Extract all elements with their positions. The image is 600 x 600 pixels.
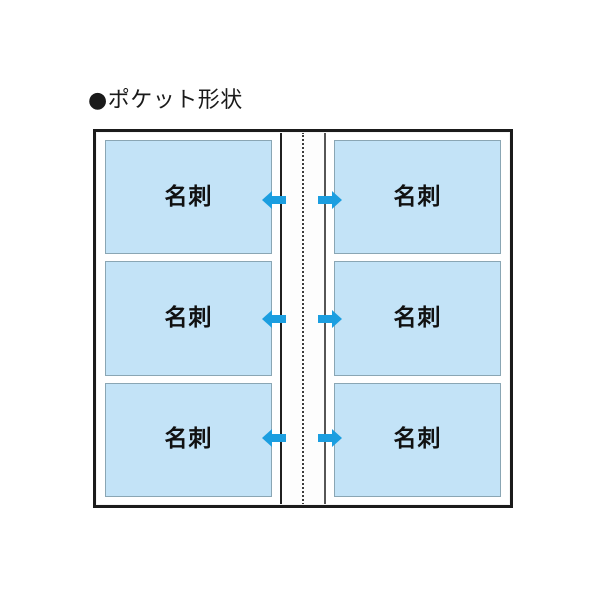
left-page-card-column: 名刺 名刺 名刺	[96, 132, 280, 505]
business-card-pocket[interactable]: 名刺	[334, 261, 501, 376]
page-title: ●ポケット形状	[88, 88, 243, 113]
business-card-label: 名刺	[164, 183, 213, 210]
binder-spine	[282, 132, 324, 505]
left-page: 名刺 名刺 名刺	[96, 132, 282, 505]
business-card-pocket[interactable]: 名刺	[105, 382, 272, 497]
business-card-label: 名刺	[393, 183, 442, 210]
binder-frame: 名刺 名刺 名刺 名刺 名刺 名刺	[93, 129, 513, 508]
business-card-label: 名刺	[393, 304, 442, 331]
business-card-label: 名刺	[164, 304, 213, 331]
business-card-pocket[interactable]: 名刺	[334, 382, 501, 497]
business-card-pocket[interactable]: 名刺	[334, 140, 501, 255]
business-card-pocket[interactable]: 名刺	[105, 140, 272, 255]
business-card-label: 名刺	[393, 426, 442, 453]
right-page: 名刺 名刺 名刺	[324, 132, 510, 505]
business-card-label: 名刺	[164, 426, 213, 453]
business-card-pocket[interactable]: 名刺	[105, 261, 272, 376]
right-page-card-column: 名刺 名刺 名刺	[326, 132, 510, 505]
spine-fold-line	[302, 132, 304, 505]
